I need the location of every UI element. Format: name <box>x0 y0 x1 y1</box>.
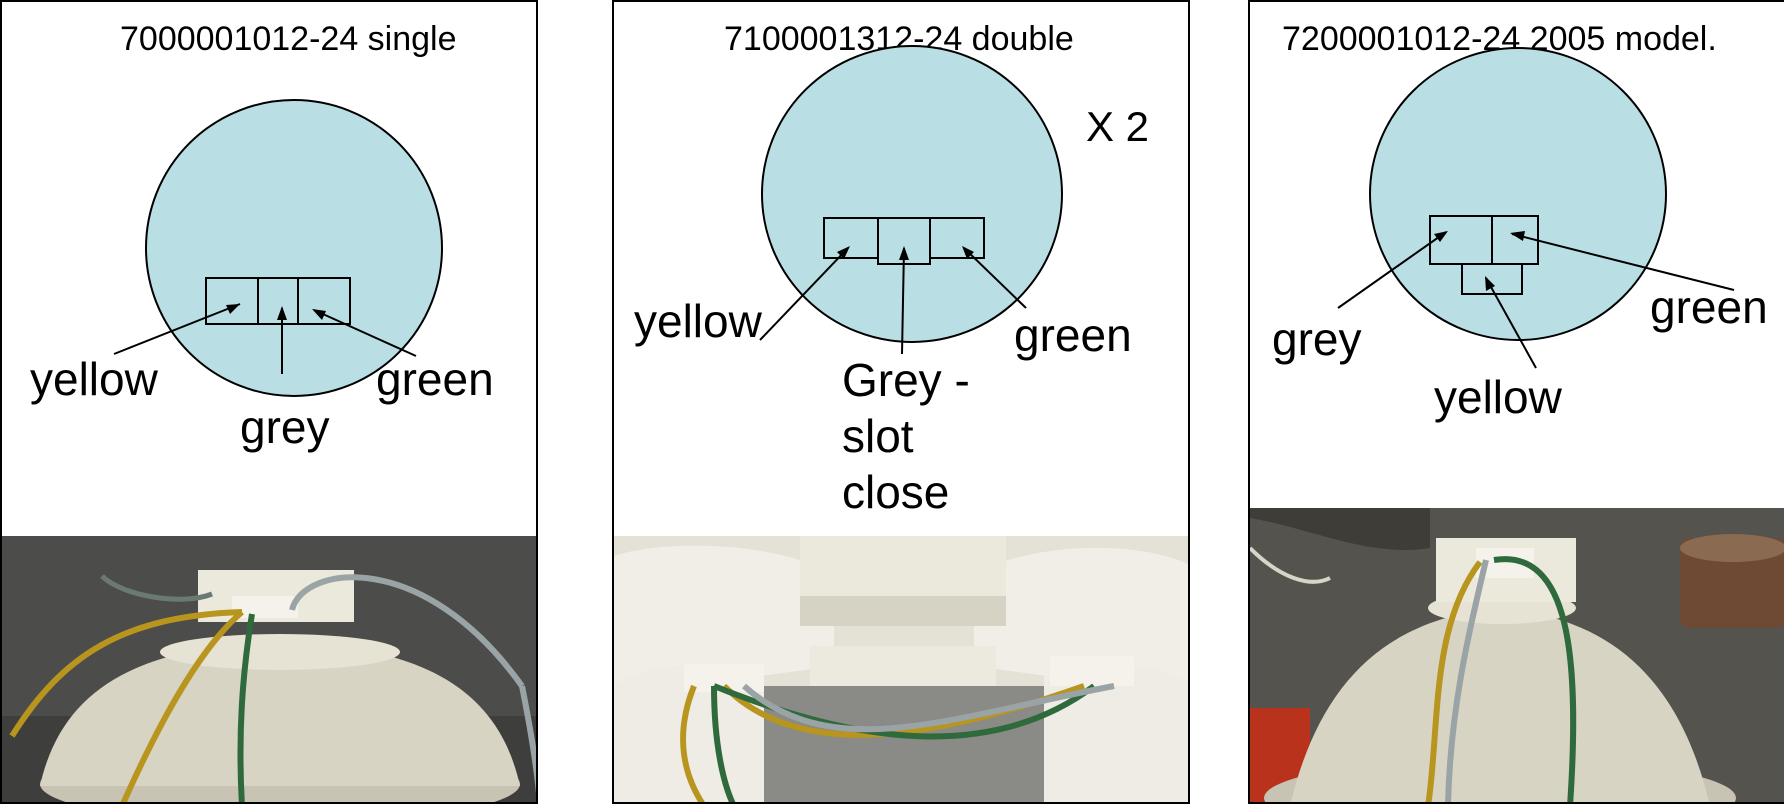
wire-label-green: green <box>1650 281 1768 333</box>
lamp-photo <box>1250 508 1784 802</box>
panel-title: 7000001012-24 single <box>120 20 457 58</box>
wire-label-grey: grey <box>240 401 330 453</box>
panel-double: 7100001312-24 double X 2 yellow Grey - s… <box>612 0 1190 804</box>
wire-label-green: green <box>376 353 494 405</box>
lamp-base-circle <box>1369 47 1667 341</box>
wire-label-yellow: yellow <box>30 353 158 405</box>
panel-2005-model: 7200001012-24 2005 model. grey yellow gr… <box>1248 0 1784 804</box>
pointer-left <box>1337 231 1447 309</box>
pointer-right <box>1511 233 1735 291</box>
pointer-left <box>759 247 849 341</box>
lamp-photo <box>2 536 536 802</box>
lamp-base-circle <box>145 99 443 397</box>
wire-label-grey-line-3: close <box>842 466 950 518</box>
connector-diagram <box>759 45 1063 355</box>
pointer-center <box>901 247 905 355</box>
connector-diagram <box>1337 47 1735 369</box>
pointer-center <box>1485 277 1537 369</box>
terminal-slot-right <box>929 217 985 259</box>
multiplier-label: X 2 <box>1086 103 1150 150</box>
lamp-base-circle <box>761 45 1063 343</box>
wire-label-grey-line-2: slot <box>842 410 914 462</box>
wire-label-yellow: yellow <box>1434 371 1562 423</box>
panel-single: 7000001012-24 single yellow grey green <box>0 0 538 804</box>
connector-diagram <box>113 99 443 397</box>
wire-label-grey: Grey - slot close <box>842 352 970 520</box>
terminal-slot-right <box>297 277 351 325</box>
wire-label-yellow: yellow <box>634 295 762 347</box>
pointer-right <box>963 247 1027 309</box>
pointer-left <box>113 303 241 355</box>
pointer-right <box>313 309 417 357</box>
wire-label-grey-line-1: Grey - <box>842 354 970 406</box>
wire-label-grey: grey <box>1272 313 1362 365</box>
terminal-slot-bottom <box>1461 263 1523 295</box>
wire-label-green: green <box>1014 309 1132 361</box>
lamp-photo <box>614 536 1188 802</box>
